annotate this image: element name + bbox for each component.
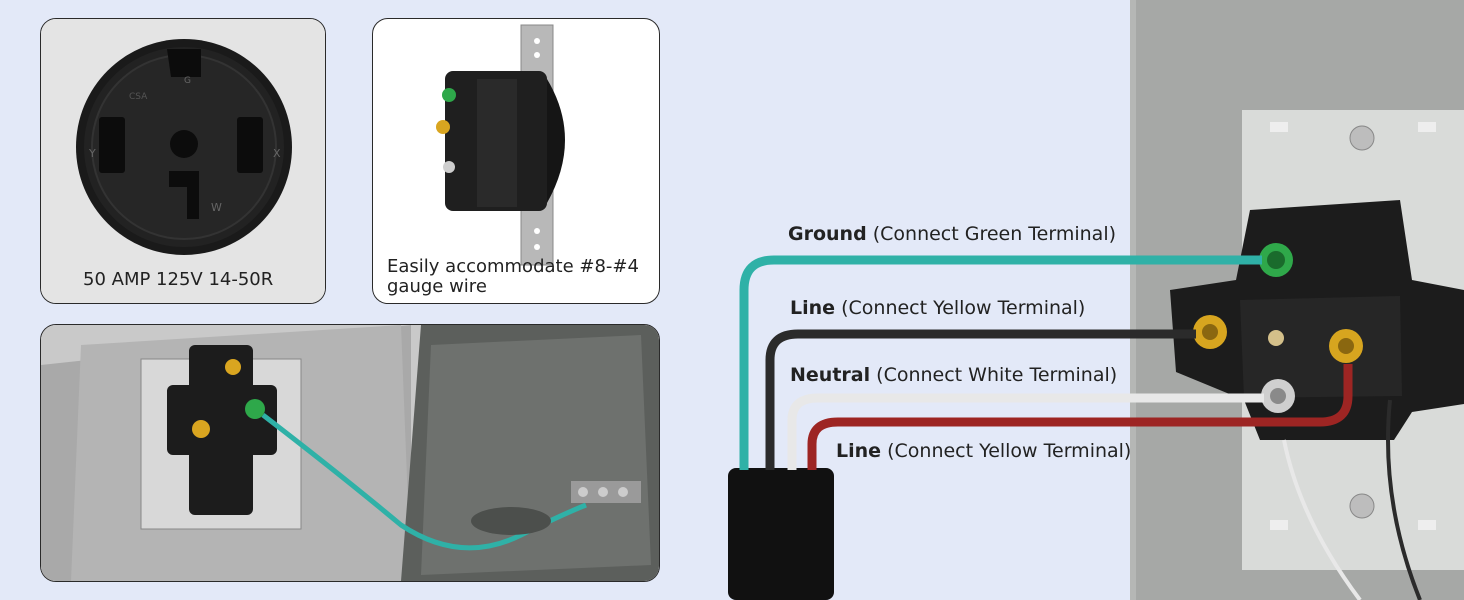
installation-panel: [40, 324, 660, 582]
ground-label: Ground (Connect Green Terminal): [788, 223, 1116, 245]
side-caption-line1: Easily accommodate #8-#4: [387, 256, 639, 277]
svg-text:CSA: CSA: [129, 92, 148, 102]
receptacle-face-caption: 50 AMP 125V 14-50R: [83, 269, 274, 290]
svg-text:W: W: [211, 201, 222, 214]
line2-label: Line (Connect Yellow Terminal): [836, 440, 1131, 462]
line1-label: Line (Connect Yellow Terminal): [790, 297, 1085, 319]
svg-text:X: X: [273, 147, 281, 160]
receptacle-face-image: CSA Y X W G: [41, 19, 325, 303]
installation-image: [41, 325, 659, 581]
side-caption-line2: gauge wire: [387, 276, 487, 297]
line2-note: (Connect Yellow Terminal): [887, 440, 1132, 462]
neutral-note: (Connect White Terminal): [876, 364, 1118, 386]
line2-name: Line: [836, 440, 882, 462]
svg-text:Y: Y: [88, 147, 96, 160]
neutral-name: Neutral: [790, 364, 871, 386]
svg-text:G: G: [184, 76, 191, 86]
line1-note: (Connect Yellow Terminal): [841, 297, 1086, 319]
receptacle-side-image: [436, 24, 565, 266]
line1-name: Line: [790, 297, 836, 319]
neutral-label: Neutral (Connect White Terminal): [790, 364, 1117, 386]
receptacle-face-panel: CSA Y X W G 50 AMP 125V 14-50R: [40, 18, 326, 304]
ground-name: Ground: [788, 223, 867, 245]
receptacle-side-panel: Easily accommodate #8-#4 gauge wire: [372, 18, 660, 304]
ground-note: (Connect Green Terminal): [872, 223, 1117, 245]
